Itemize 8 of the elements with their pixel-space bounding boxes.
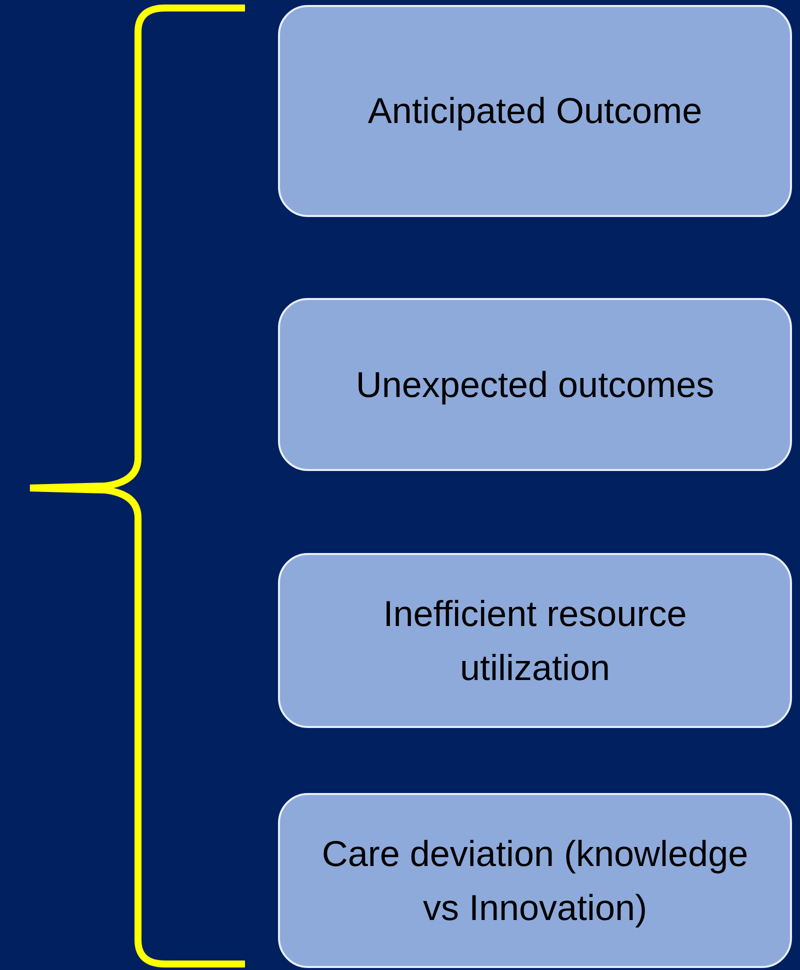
box-label: Inefficient resource utilization [382,592,688,690]
box-label: Unexpected outcomes [354,362,716,406]
rounded-box [278,793,792,968]
rounded-box [278,5,792,217]
rounded-box [278,553,792,728]
rounded-box [278,298,792,471]
box-label: Care deviation (knowledge vs Innovation) [320,832,750,930]
box-label: Anticipated Outcome [366,89,704,133]
